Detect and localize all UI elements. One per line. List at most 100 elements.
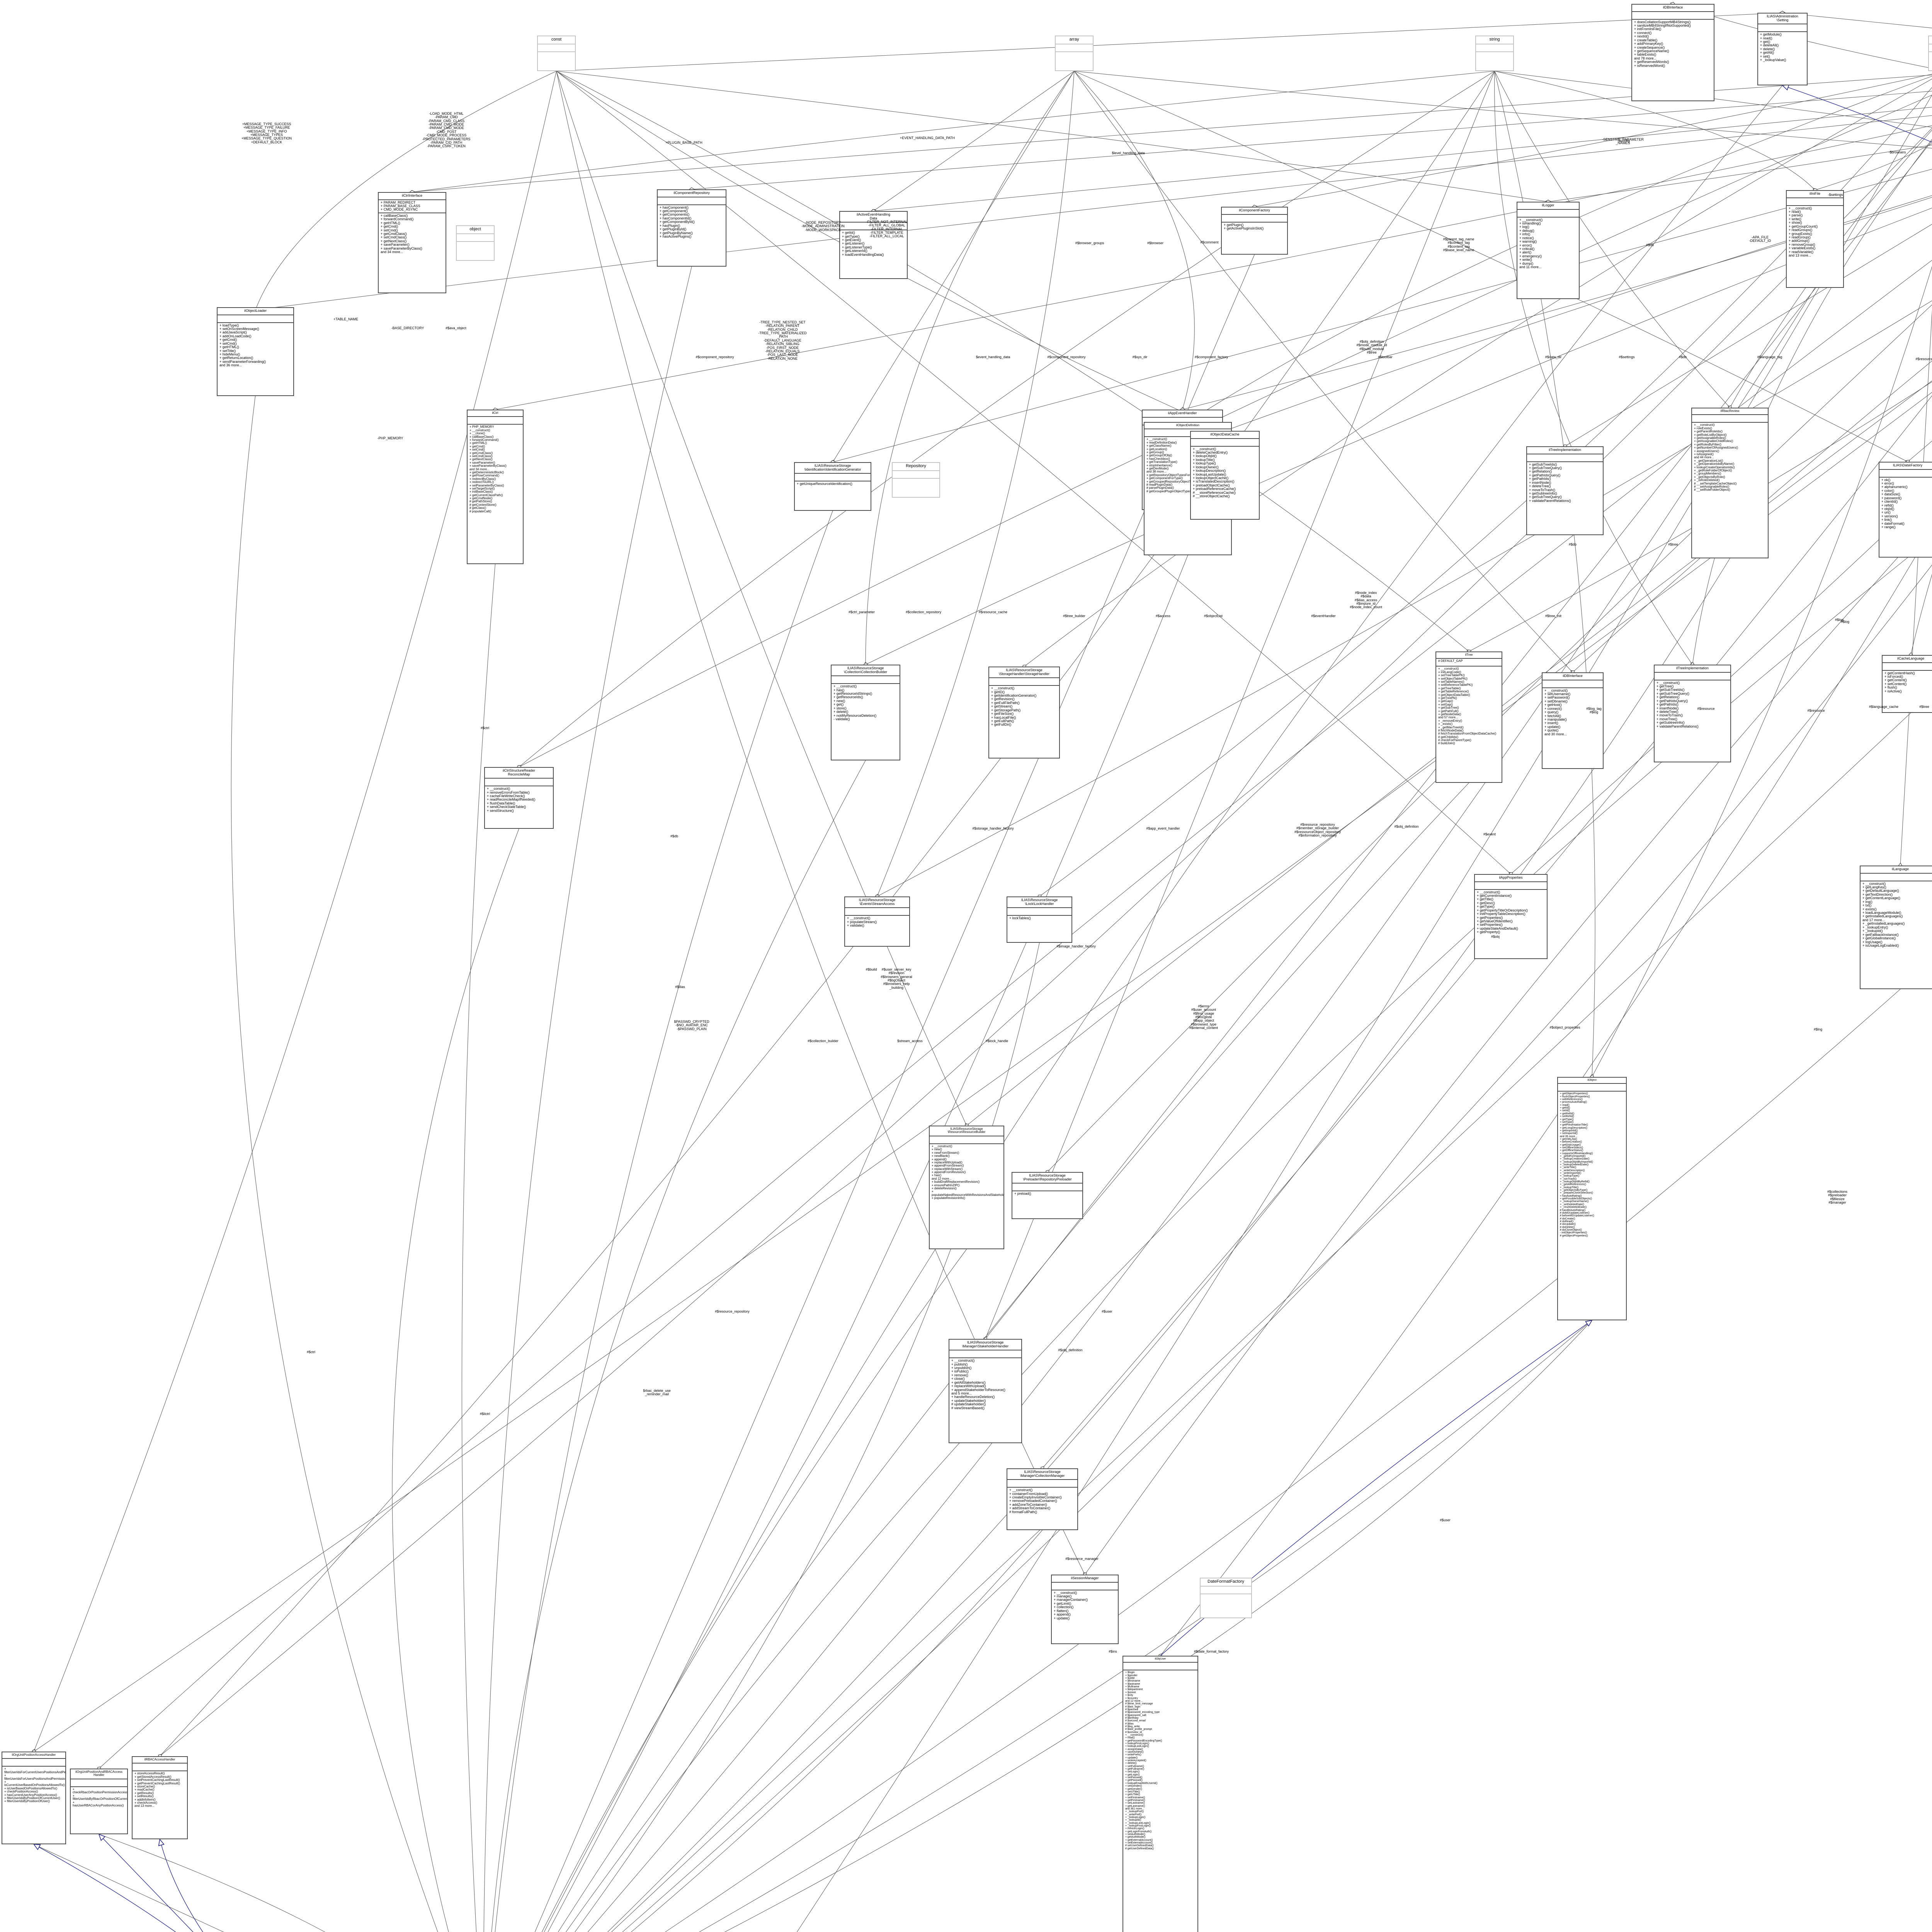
class-title: ilAppProperties	[1475, 875, 1547, 882]
uml-class-Repository[interactable]: Repository	[892, 462, 940, 498]
edge-label: $event_handling_data	[976, 355, 1010, 359]
class-attributes	[218, 315, 293, 323]
uml-class-ILIASResourceStorageLockHandler[interactable]: ILIAS\ResourceStorage \Lock\LockHandler+…	[1007, 896, 1072, 943]
uml-class-const[interactable]: const	[537, 36, 576, 71]
class-attributes	[1558, 1084, 1626, 1092]
edge-label: #$component_repository	[1047, 355, 1086, 359]
uml-class-ilDBInterfaceMain[interactable]: ilDBInterface+ __construct() + setUserna…	[1542, 672, 1604, 769]
edge-label: -PHP_MEMORY	[377, 436, 403, 440]
uml-class-ilAppProperties[interactable]: ilAppProperties+ __construct() + getCurr…	[1474, 874, 1548, 959]
class-attributes	[1475, 882, 1547, 890]
class-operations	[1929, 52, 1932, 70]
class-title: ilCtrlStructureReader ReconcileMap	[485, 768, 553, 779]
uml-class-ILIASResourceStorageResourceIdentificationGenerator[interactable]: ILIAS\ResourceStorage \Identification\Id…	[794, 462, 871, 511]
edge-label: #$ctrl	[306, 1350, 316, 1354]
uml-class-ilDBInterface[interactable]: ilDBInterface+ doesCollationSupportMB4St…	[1631, 4, 1714, 101]
class-operations: + getId() + getType() + getEvent() + get…	[842, 231, 884, 257]
uml-class-ilTreeImplementation[interactable]: ilTreeImplementation+ getSubTreeIds() + …	[1526, 446, 1604, 535]
uml-class-DateFormatFactory[interactable]: DateFormatFactory	[1200, 1578, 1252, 1618]
class-operations: + storeAccessResult() + getStoredAccessR…	[134, 1772, 180, 1808]
uml-class-ilOrgUnitPositionAccessHandler[interactable]: ilOrgUnitPositionAccessHandler+ filterUs…	[2, 1752, 66, 1844]
edge-label: $PASSWD_CRYPTED -$NO_AVATAR_ENC -$PASSWD…	[674, 1020, 709, 1031]
class-operations: + __construct() + initLangCode() + setTr…	[1438, 667, 1497, 745]
uml-class-ilObject[interactable]: ilObject + getObjectProperties() + flushO…	[1557, 1077, 1627, 1320]
edge-label: #$log	[1835, 618, 1844, 622]
class-title: ilOrgUnitPositionAndRBACAccess Handler	[71, 1769, 127, 1779]
uml-class-ilObjUser[interactable]: ilObjUser+ $login + $gender + $utitle + …	[1122, 1656, 1198, 1932]
class-operations: + getObjectProperties() + flushObjectPro…	[1560, 1092, 1594, 1237]
uml-class-ilCtrlStructureReaderReconcile[interactable]: ilCtrlStructureReader ReconcileMap+ __co…	[484, 767, 554, 829]
edge-label: #$obj_definition #$mode_module_id #$buil…	[1356, 340, 1387, 355]
uml-class-ILIASResourceStorageManagerStakeholder[interactable]: ILIAS\ResourceStorage \Manager\Stakehold…	[949, 1339, 1022, 1443]
uml-class-object[interactable]: object	[456, 225, 495, 261]
class-attributes	[1517, 210, 1579, 218]
class-title: ILIAS\ResourceStorage \Collection\Collec…	[832, 665, 900, 677]
class-attributes	[1861, 874, 1932, 881]
uml-class-ilTreeImplementationMain[interactable]: ilTreeImplementation+ __construct() + ge…	[1654, 665, 1731, 762]
uml-class-ilComponentRepository[interactable]: ilComponentRepository+ hasComponent() + …	[657, 189, 726, 267]
uml-class-ilObjectTree[interactable]: ilTree# DEFAULT_GAP+ __construct() + ini…	[1435, 651, 1502, 783]
class-attributes	[1191, 439, 1259, 447]
uml-class-ILIASDataFactory[interactable]: ILIAS\Data\Factory+ ok() + error() + alp…	[1879, 462, 1932, 558]
class-attributes	[133, 1764, 187, 1772]
edge-label: #$lng	[1813, 1027, 1823, 1031]
class-operations: + preload()	[1014, 1192, 1031, 1196]
uml-class-ilIniFile[interactable]: ilIniFile+ __construct() + read() + pars…	[1786, 190, 1844, 288]
uml-class-ilObjectDataCache[interactable]: ilObjectDataCache+ __construct() + delet…	[1190, 431, 1260, 520]
class-operations: + __construct() + isHandling() + log() +…	[1519, 218, 1543, 269]
uml-class-string[interactable]: string	[1475, 36, 1514, 71]
class-attributes	[832, 676, 900, 684]
edge-label: #$db	[670, 834, 679, 838]
uml-class-ILIASResourceStorageResourceResourceBuilder[interactable]: ILIAS\ResourceStorage \Resource\Resource…	[929, 1126, 1004, 1249]
class-attributes	[1007, 1480, 1077, 1488]
uml-class-ilRBACAccessHandler[interactable]: ilRBACAccessHandler+ storeAccessResult()…	[132, 1756, 188, 1839]
class-title: ilCtrl	[468, 410, 523, 417]
edge-label: #$settings	[1619, 355, 1635, 359]
class-title: ILIAS\Data\Factory	[1879, 463, 1932, 470]
uml-class-static[interactable]: static	[1928, 36, 1932, 71]
edge-label: #$user_server_key #$revision #$browsers_…	[881, 968, 912, 990]
class-title: ILIAS\ResourceStorage \Manager\Stakehold…	[949, 1340, 1021, 1351]
edge-label: #$object_properties	[1549, 1026, 1580, 1029]
class-title: ilCacheLanguage	[1883, 656, 1932, 663]
class-attributes	[71, 1779, 127, 1787]
uml-class-ilObjectLoader[interactable]: ilObjectLoader+ loadType() + setOnScreen…	[217, 307, 294, 396]
uml-class-ILIASAdministrationSetting[interactable]: ILIAS\Administration \Setting+ getModule…	[1757, 13, 1808, 85]
class-attributes	[1543, 680, 1603, 688]
edge-label: #$ilias	[675, 985, 685, 989]
class-attributes	[1879, 470, 1932, 478]
edge-label: #$app_event_handler	[1146, 827, 1180, 830]
uml-class-ilComponentFactory[interactable]: ilComponentFactory+ getPlugin() + getAct…	[1221, 207, 1288, 255]
class-attributes	[1476, 44, 1513, 52]
class-title: ilObjectDefinition	[1145, 423, 1231, 430]
uml-class-ILIASResourceStorageEventsGroup[interactable]: ILIAS\ResourceStorage \Events\StreamAcce…	[844, 896, 910, 947]
uml-class-ILIASResourceStoragePreloaderRepositoryPreloader[interactable]: ILIAS\ResourceStorage \Preloader\Reposit…	[1012, 1172, 1083, 1219]
class-title: const	[538, 36, 575, 44]
uml-class-ILIASResourceStorageManagerCollectionManager[interactable]: ILIAS\ResourceStorage \Manager\Collectio…	[1007, 1468, 1078, 1530]
uml-class-ILIASResourceStorageCollectionCollectionBuilder[interactable]: ILIAS\ResourceStorage \Collection\Collec…	[831, 665, 900, 760]
class-title: DateFormatFactory	[1201, 1578, 1251, 1587]
uml-class-ilOrgUnitPositionAndRBACAccessHandler[interactable]: ilOrgUnitPositionAndRBACAccess Handler+ …	[70, 1769, 128, 1834]
class-operations: + hasComponent() + getComponent() + getC…	[660, 205, 695, 239]
uml-class-ilLanguage[interactable]: ilLanguage+ __construct() + getLangKey()…	[1860, 866, 1932, 989]
edge-label: #$ilctrl	[480, 1412, 490, 1416]
edge-label: #$user	[1440, 1518, 1451, 1522]
class-title: ilAppEventHandler	[1143, 410, 1222, 418]
class-operations: + __construct() + getTree() + getSubTree…	[1656, 680, 1699, 728]
uml-class-ilLogger[interactable]: ilLogger+ __construct() + isHandling() +…	[1517, 202, 1580, 299]
uml-class-ilCacheLanguage[interactable]: ilCacheLanguage+ getContentHash() + isFo…	[1882, 655, 1932, 713]
edge-label: -FILTER_NOT_INTERNAL -FILTER_ALL_GLOBAL …	[866, 220, 908, 238]
class-attributes	[1758, 24, 1807, 32]
class-title: ilObject	[1558, 1078, 1626, 1084]
class-attributes	[1052, 1583, 1118, 1590]
uml-class-ilCtrlInterface[interactable]: ilCtrlInterface+ PARAM_REDIRECT + PARAM_…	[378, 192, 446, 293]
uml-class-ilActiveEventHandlingData[interactable]: ilActiveEventHandling Data+ getId() + ge…	[839, 211, 908, 279]
edge-label: #$access	[1155, 614, 1171, 618]
edge-label: -$config	[1617, 139, 1630, 143]
uml-class-array[interactable]: array	[1055, 36, 1094, 71]
uml-class-ilRbacReview[interactable]: ilRbacReview+ __construct() + roleExists…	[1691, 408, 1769, 558]
uml-class-ilObjectionManager[interactable]: ilSessionManager+ __construct() + manage…	[1051, 1575, 1119, 1644]
uml-class-ilCtrl[interactable]: ilCtrl+ PHP_MEMORY + __construct() + __c…	[467, 410, 524, 564]
uml-class-ILIASResourceStorageStorageHandlerStorageHandler[interactable]: ILIAS\ResourceStorage \StorageHandler\St…	[988, 667, 1060, 759]
edge-label: #$db	[1679, 355, 1687, 359]
